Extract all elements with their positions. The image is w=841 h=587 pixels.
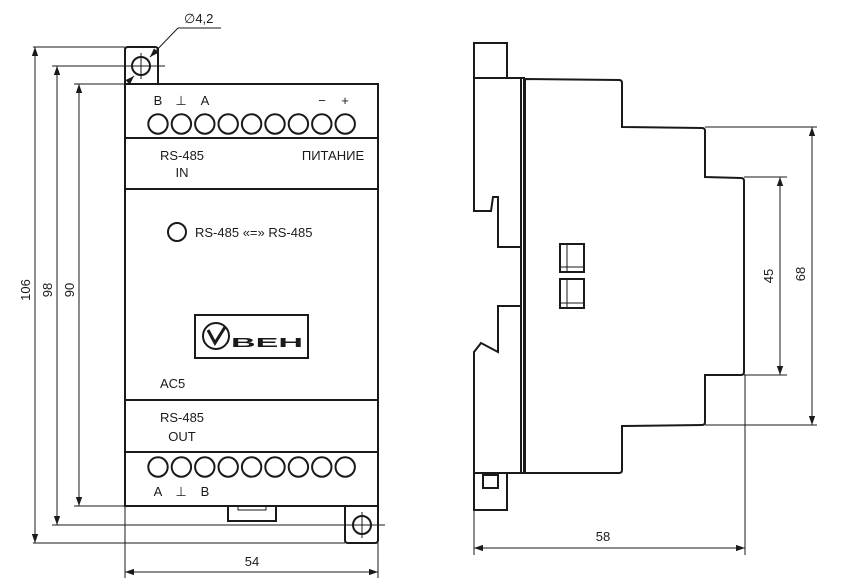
dimension-58: 58 [596, 529, 610, 544]
terminal-screw-icon [240, 113, 263, 135]
rs485-in-label: RS-485 [160, 148, 204, 163]
model-label: AC5 [160, 376, 185, 391]
rail-latch-bottom [473, 473, 508, 511]
terminal-screw-icon [334, 113, 356, 135]
rail-latch-top [473, 42, 508, 78]
front-view: ∅4,2 B ⊥ A − + RS-485 IN ПИТАНИЕ RS-485 … [18, 11, 385, 578]
top-terminal-row [147, 113, 356, 135]
terminal-label-ground: ⊥ [175, 484, 186, 499]
terminal-label-plus: + [341, 93, 349, 108]
rs485-out-label: RS-485 [160, 410, 204, 425]
terminal-screw-icon [311, 113, 333, 135]
terminal-screw-icon [287, 456, 310, 478]
device-body-side [524, 77, 745, 474]
latch-slot [482, 474, 499, 489]
leader-line [149, 27, 179, 58]
dimension-98: 98 [40, 283, 55, 297]
terminal-screw-icon [217, 113, 239, 135]
dimension-68: 68 [793, 267, 808, 281]
power-label: ПИТАНИЕ [302, 148, 365, 163]
step-dimensions [705, 126, 817, 426]
leader-line [125, 75, 135, 85]
dimension-90: 90 [62, 283, 77, 297]
terminal-screw-icon [240, 456, 263, 478]
height-dimensions [31, 46, 345, 544]
dimension-45: 45 [761, 269, 776, 283]
terminal-label-b: B [154, 93, 163, 108]
owen-logo: ВЕН [194, 314, 309, 359]
side-view: 45 68 58 [473, 42, 817, 555]
terminal-screw-icon [170, 456, 193, 478]
terminal-screw-icon [334, 456, 356, 478]
terminal-label-minus: − [318, 93, 326, 108]
dimension-54: 54 [245, 554, 259, 569]
svg-text:ВЕН: ВЕН [231, 335, 303, 350]
terminal-screw-icon [287, 113, 310, 135]
terminal-screw-icon [264, 113, 286, 135]
rs485-out-sublabel: OUT [168, 429, 196, 444]
din-rail-lower [473, 305, 521, 474]
hole-diameter-label: ∅4,2 [184, 11, 213, 26]
rs485-in-sublabel: IN [176, 165, 189, 180]
terminal-label-ground: ⊥ [175, 93, 186, 108]
switch-icon [559, 243, 585, 273]
terminal-screw-icon [264, 456, 286, 478]
rail-strip [520, 77, 525, 474]
led-label: RS-485 «=» RS-485 [195, 225, 312, 240]
terminal-screw-icon [311, 456, 333, 478]
terminal-label-b: B [201, 484, 210, 499]
bottom-terminal-row [147, 456, 356, 478]
width-dimension [124, 506, 379, 578]
din-clip [227, 506, 277, 522]
terminal-screw-icon [170, 113, 193, 135]
terminal-label-a: A [154, 484, 163, 499]
terminal-screw-icon [194, 456, 216, 478]
terminal-screw-icon [147, 113, 169, 135]
switch-icon [559, 278, 585, 309]
din-rail-upper [473, 77, 521, 248]
terminal-screw-icon [217, 456, 239, 478]
dimension-106: 106 [18, 279, 33, 301]
terminal-screw-icon [194, 113, 216, 135]
depth-dimension [473, 375, 746, 555]
led-indicator-icon [167, 222, 187, 242]
mounting-tab-bottom [344, 506, 379, 544]
mounting-hole-icon [128, 53, 165, 79]
terminal-label-a: A [201, 93, 210, 108]
mounting-hole-icon [345, 512, 385, 538]
terminal-screw-icon [147, 456, 169, 478]
din-clip-slot [237, 505, 267, 511]
